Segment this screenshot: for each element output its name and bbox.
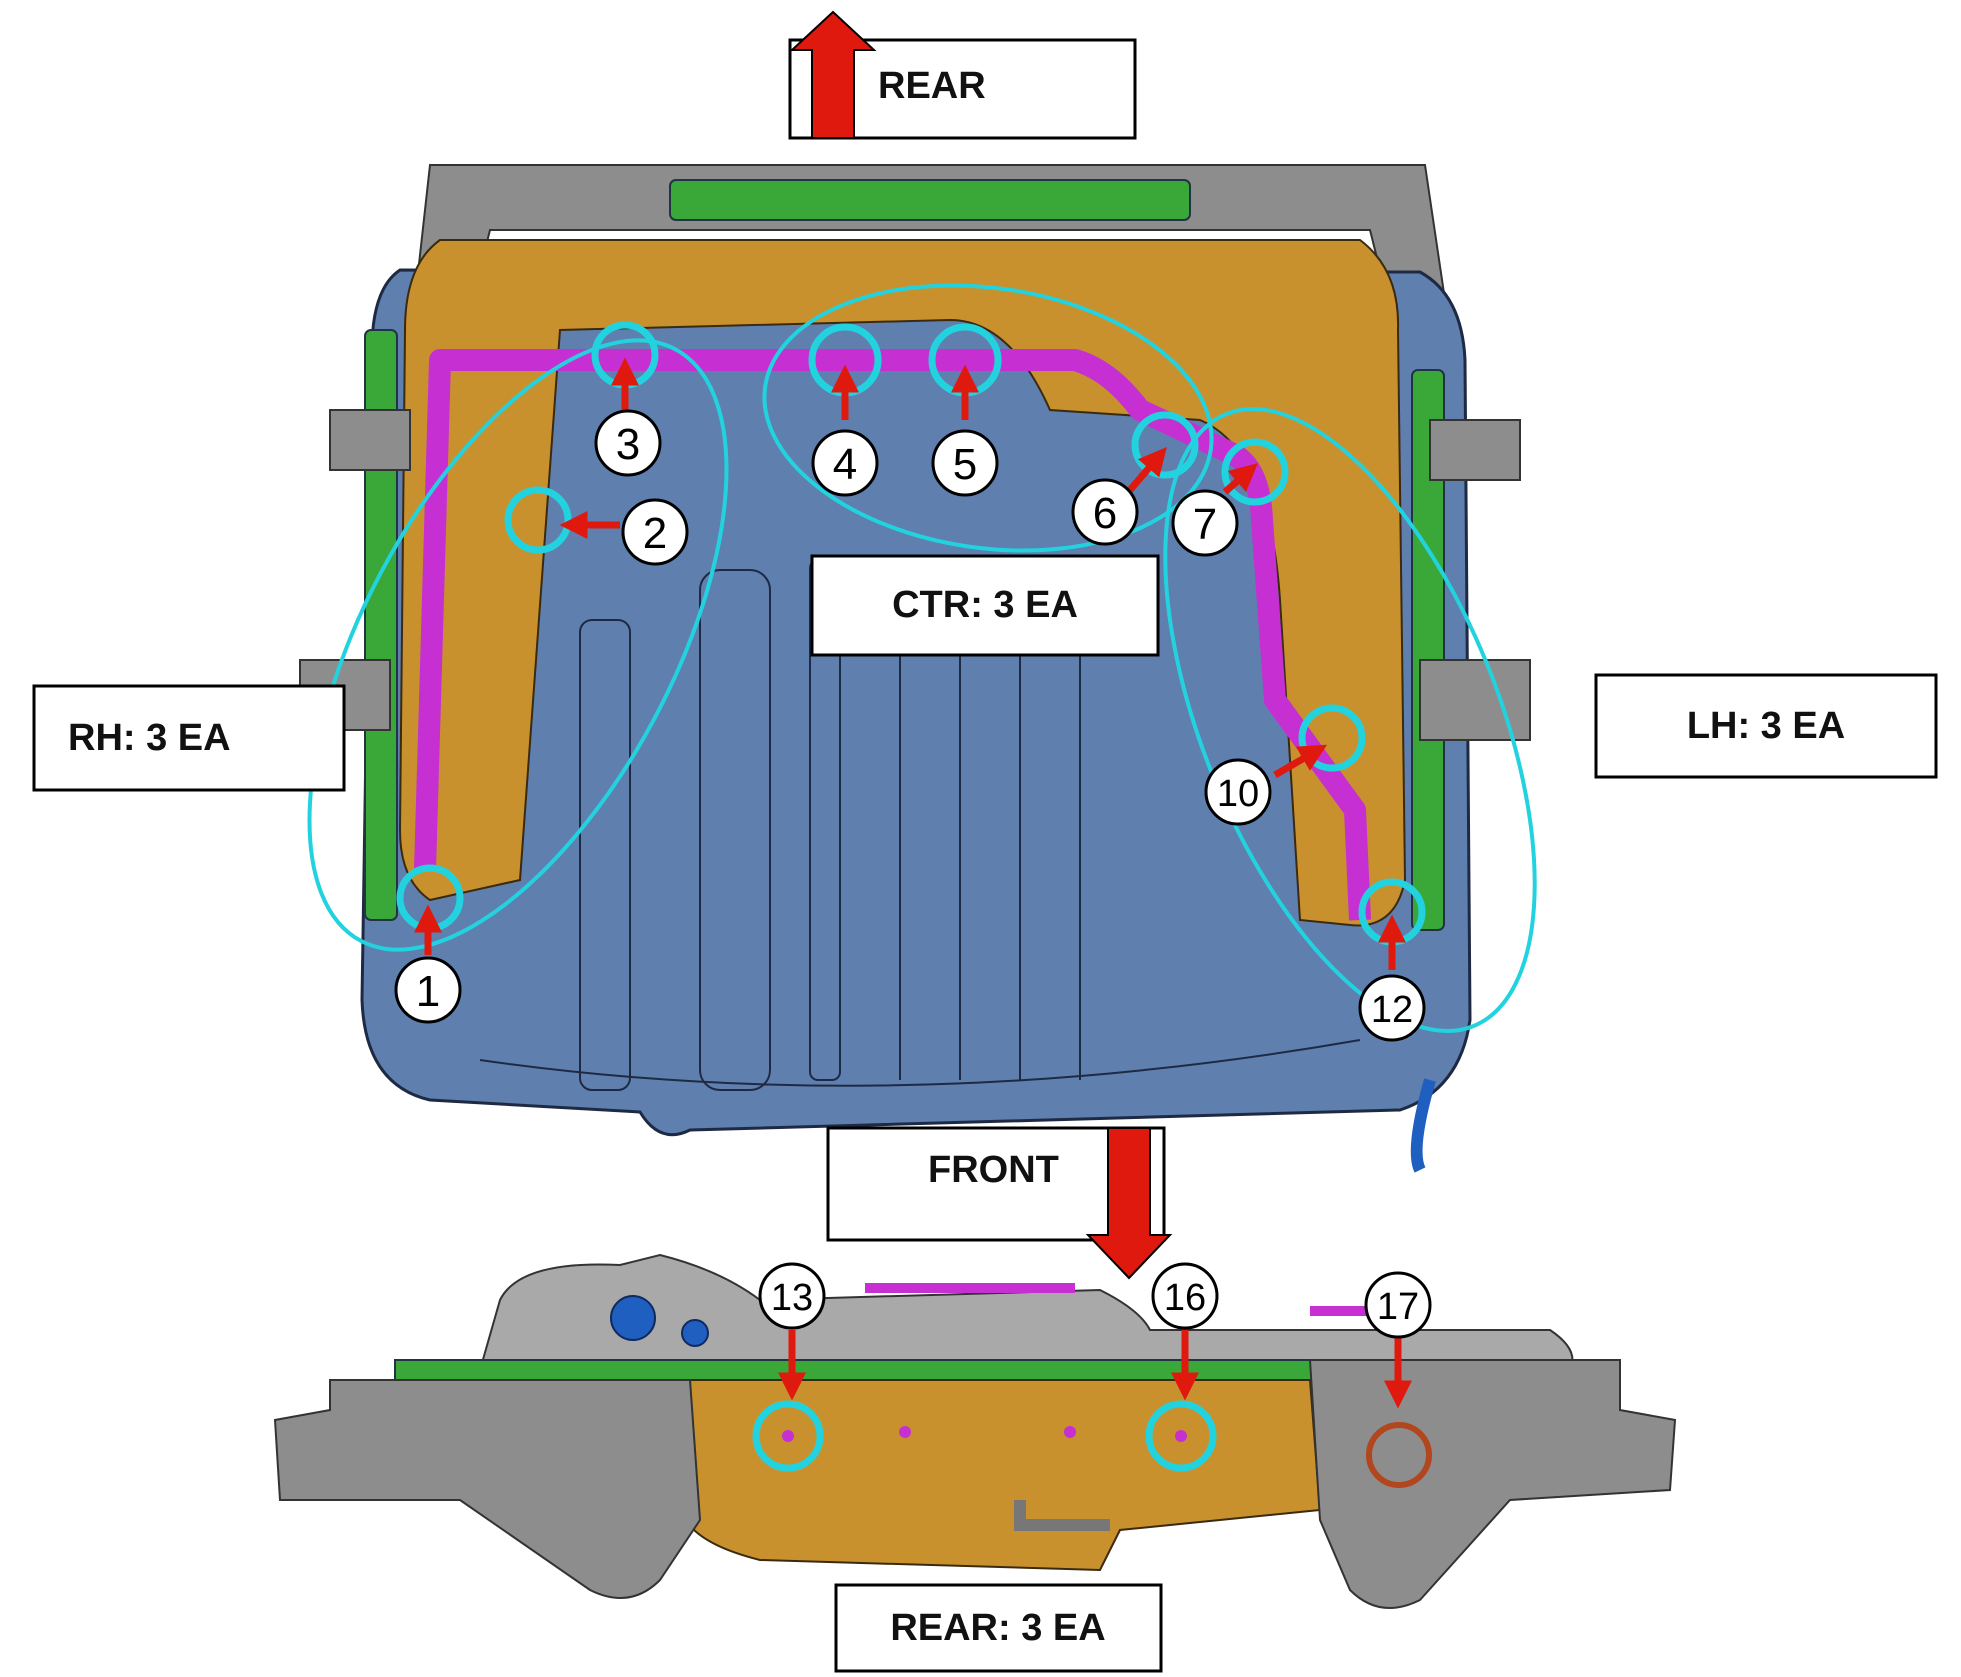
- callout-5-number: 5: [953, 440, 977, 489]
- lh-mount-bracket-lower: [1419, 659, 1531, 741]
- callout-1-number: 1: [416, 967, 440, 1016]
- ctr-count-box: CTR: 3 EA: [810, 554, 1160, 657]
- callout-13: 13: [758, 1262, 826, 1330]
- lh-count-label: LH: 3 EA: [1687, 705, 1845, 747]
- rh-green-flange: [364, 329, 398, 921]
- rear-view-magenta-seal-1: [865, 1283, 1075, 1293]
- rear-frame-green-flange: [669, 179, 1191, 221]
- callout-10: 10: [1204, 758, 1272, 826]
- rear-view-magenta-seal-2: [1310, 1306, 1405, 1316]
- bolt-7-highlight: [1221, 438, 1289, 506]
- rear-count-box: REAR: 3 EA: [834, 1583, 1163, 1673]
- callout-16: 16: [1151, 1262, 1219, 1330]
- callout-16-number: 16: [1164, 1277, 1206, 1319]
- callout-4: 4: [811, 429, 879, 497]
- rear-arrow: [789, 10, 877, 139]
- tank-rear-view: [273, 1253, 1677, 1609]
- tank-ribs: [479, 559, 1361, 1091]
- rear-direction-label: REAR: [878, 65, 986, 107]
- rear-view-blue-filler-small: [681, 1319, 709, 1347]
- callout-13-number: 13: [771, 1277, 813, 1319]
- callout-3: 3: [594, 409, 662, 477]
- rh-group-ellipse: [307, 338, 729, 952]
- callout-7: 7: [1171, 489, 1239, 557]
- callout-17: 17: [1364, 1271, 1432, 1339]
- callout-10-number: 10: [1217, 773, 1259, 815]
- rear-count-label: REAR: 3 EA: [890, 1607, 1105, 1649]
- lh-mount-bracket-upper: [1429, 419, 1521, 481]
- rear-view-bolt-dots: [782, 1426, 1187, 1442]
- tank-top-view: [299, 164, 1531, 1173]
- bolt-16-highlight: [1145, 1400, 1217, 1472]
- bolt-10-highlight: [1298, 704, 1366, 772]
- rh-count-label: RH: 3 EA: [68, 717, 231, 759]
- callout-3-number: 3: [616, 420, 640, 469]
- seal-line: [414, 349, 1371, 921]
- bolt-17-marker: [1366, 1422, 1432, 1488]
- front-direction-indicator: FRONT: [826, 1126, 1173, 1280]
- front-direction-label: FRONT: [928, 1149, 1059, 1191]
- rh-count-box: RH: 3 EA: [32, 684, 346, 792]
- callout-5: 5: [931, 429, 999, 497]
- callout-7-number: 7: [1193, 500, 1217, 549]
- rear-view-blue-filler-large: [610, 1295, 656, 1341]
- callout-4-number: 4: [833, 440, 857, 489]
- bolt-13-highlight: [752, 1400, 824, 1472]
- ctr-count-label: CTR: 3 EA: [892, 584, 1078, 626]
- callouts-rear: 13 16 17: [758, 1262, 1432, 1339]
- lh-count-box: LH: 3 EA: [1594, 673, 1938, 779]
- callout-2: 2: [621, 498, 689, 566]
- callout-17-number: 17: [1377, 1286, 1419, 1328]
- rear-view-right-bracket: [1308, 1359, 1677, 1609]
- callout-2-number: 2: [643, 509, 667, 558]
- callout-6-number: 6: [1093, 489, 1117, 538]
- callout-arrows-rear: [778, 1330, 1412, 1409]
- rear-direction-indicator: REAR: [788, 10, 1137, 140]
- callout-1: 1: [394, 956, 462, 1024]
- fuel-line-pipe: [1410, 1078, 1436, 1173]
- callout-12: 12: [1358, 974, 1426, 1042]
- callouts-top: 1 2 3 4 5 6 7 10: [394, 409, 1426, 1042]
- rh-mount-bracket-upper: [329, 409, 411, 471]
- rear-view-pipe: [1014, 1500, 1110, 1531]
- callout-arrows-top: [414, 357, 1406, 970]
- ctr-group-ellipse: [762, 283, 1214, 553]
- rear-view-gray-cover: [478, 1253, 1574, 1371]
- lh-green-flange: [1411, 369, 1445, 931]
- callout-12-number: 12: [1371, 989, 1413, 1031]
- front-arrow: [1085, 1127, 1173, 1280]
- rear-view-left-bracket: [273, 1379, 702, 1599]
- callout-6: 6: [1071, 478, 1139, 546]
